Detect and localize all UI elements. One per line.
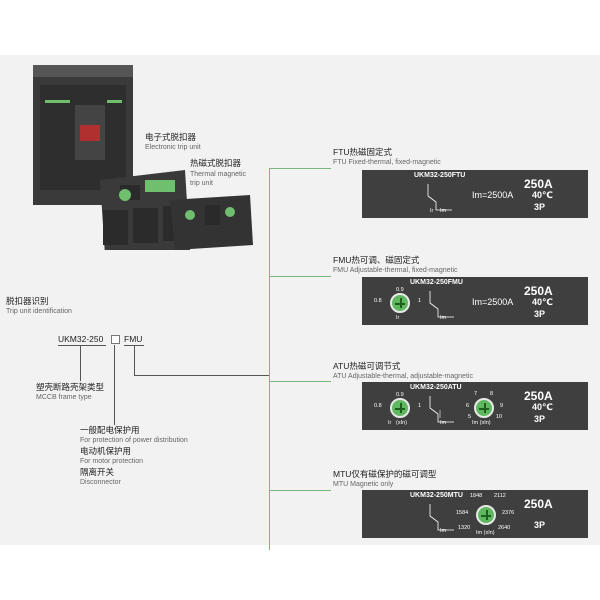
- ident-label-cn: 脱扣器识别: [6, 296, 49, 306]
- fmu-im-lbl: Im: [440, 315, 447, 321]
- mtu-poles: 3P: [534, 520, 546, 530]
- ftu-title-cn: FTU热磁固定式: [333, 147, 393, 157]
- atu-title-cn: ATU热磁可调节式: [333, 361, 401, 371]
- ftu-model: UKM32-250FTU: [414, 172, 466, 179]
- green-branch-mtu: [269, 490, 331, 491]
- fmu-title-cn: FMU热可调、磁固定式: [333, 255, 420, 265]
- ftu-ir: Ir: [430, 208, 434, 214]
- atu-curve-icon: [429, 396, 454, 423]
- line-fmu-right: [134, 375, 269, 376]
- fmu-panel: UKM32-250FMU 0.9 0.8 1 Ir Im Im=2500A 25…: [362, 277, 588, 325]
- fmu-ir-dial[interactable]: [390, 293, 410, 313]
- dist-label-cn: 一般配电保护用: [80, 425, 140, 435]
- breaker-product-image: [33, 65, 253, 250]
- mtu-title-cn: MTU仅有磁保护的磁可调型: [333, 469, 437, 479]
- mtu-im-lbl: Im: [440, 528, 447, 534]
- thermal-label-cn: 热磁式脱扣器: [190, 158, 242, 168]
- mtu-v1584: 1584: [456, 510, 469, 516]
- atu-amp: 250A: [524, 389, 553, 403]
- fmu-code: FMU: [124, 334, 143, 344]
- ftu-curve-icon: [427, 184, 452, 211]
- mtu-im-xin: Im (xIn): [476, 530, 495, 536]
- fmu-dial-top: 0.9: [396, 287, 404, 293]
- fmu-im-value: Im=2500A: [472, 297, 514, 307]
- mtu-panel: UKM32-250MTU Im 1848 2112 1584 2376 1320…: [362, 490, 588, 538]
- ftu-im-lbl: Im: [440, 208, 447, 214]
- fmu-dial-left: 0.8: [374, 298, 382, 304]
- disc-label-en: Disconnector: [80, 479, 121, 486]
- atu-mark-8: 8: [490, 391, 494, 397]
- frame-label-cn: 塑壳断路壳架类型: [36, 382, 105, 392]
- mtu-curve-icon: [429, 504, 454, 531]
- mtu-title-en: MTU Magnetic only: [333, 481, 394, 488]
- line-frame: [80, 345, 81, 381]
- green-branch-fmu: [269, 276, 331, 277]
- atu-im-xin: Im (xIn): [472, 420, 491, 426]
- mtu-v1848: 1848: [470, 493, 483, 499]
- ftu-title-en: FTU Fixed-thermal, fixed-magnetic: [333, 159, 441, 166]
- ftu-panel: UKM32-250FTU Ir Im Im=2500A 250A 40℃ 3P: [362, 170, 588, 218]
- electronic-label-cn: 电子式脱扣器: [145, 132, 197, 142]
- dist-label-en: For protection of power distribution: [80, 437, 188, 444]
- ftu-im-value: Im=2500A: [472, 190, 514, 200]
- mtu-v2112: 2112: [494, 493, 506, 499]
- code-placeholder-box: [111, 335, 120, 344]
- atu-mark-7: 7: [474, 391, 478, 397]
- atu-dial-top: 0.9: [396, 392, 404, 398]
- mtu-model: UKM32-250MTU: [410, 492, 463, 499]
- atu-model: UKM32-250ATU: [410, 384, 462, 391]
- ukm-code: UKM32-250: [58, 334, 104, 344]
- fmu-dial-right: 1: [418, 298, 422, 304]
- line-fmu-down: [134, 345, 135, 375]
- mtu-amp: 250A: [524, 497, 553, 511]
- atu-im-lbl: Im: [440, 420, 447, 426]
- green-branch-ftu: [269, 168, 331, 169]
- atu-mark-9: 9: [500, 403, 504, 409]
- ftu-temp: 40℃: [532, 190, 553, 200]
- disc-label-cn: 隔离开关: [80, 467, 115, 477]
- motor-label-cn: 电动机保护用: [80, 446, 132, 456]
- fmu-curve-icon: [429, 291, 454, 318]
- thermal-label-en1: Thermal magnetic: [190, 171, 247, 178]
- fmu-title-en: FMU Adjustable-thermal, fixed-magnetic: [333, 267, 458, 274]
- electronic-label-en: Electronic trip unit: [145, 144, 201, 151]
- green-branch-atu: [269, 381, 331, 382]
- atu-xin: (xIn): [396, 420, 407, 426]
- thermal-label-en2: trip unit: [190, 180, 213, 187]
- atu-ir: Ir: [388, 420, 392, 426]
- atu-panel: UKM32-250ATU 0.9 0.8 1 Ir (xIn) Im 7 8 6…: [362, 382, 588, 430]
- mtu-v2640: 2640: [498, 525, 511, 531]
- fmu-temp: 40℃: [532, 297, 553, 307]
- fmu-poles: 3P: [534, 309, 546, 319]
- atu-title-en: ATU Adjustable-thermal, adjustable-magne…: [333, 373, 473, 380]
- green-vertical-line: [269, 168, 270, 550]
- atu-temp: 40℃: [532, 402, 553, 412]
- ftu-poles: 3P: [534, 202, 546, 212]
- motor-label-en: For motor protection: [80, 458, 144, 465]
- atu-poles: 3P: [534, 414, 546, 424]
- fmu-amp: 250A: [524, 284, 553, 298]
- mtu-v1320: 1320: [458, 525, 471, 531]
- atu-dial-right: 1: [418, 403, 422, 409]
- atu-mark-10: 10: [496, 414, 503, 420]
- mtu-im-dial[interactable]: [476, 505, 496, 525]
- atu-mark-6: 6: [466, 403, 470, 409]
- frame-label-en: MCCB frame type: [36, 394, 92, 401]
- ftu-amp: 250A: [524, 177, 553, 191]
- ident-label-en: Trip unit identification: [6, 308, 72, 315]
- line-dist: [114, 345, 115, 425]
- atu-ir-dial[interactable]: [390, 398, 410, 418]
- atu-im-dial[interactable]: [474, 398, 494, 418]
- fmu-model: UKM32-250FMU: [410, 279, 463, 286]
- atu-mark-5: 5: [468, 414, 472, 420]
- underline-ukm: [58, 345, 106, 346]
- mtu-v2376: 2376: [502, 510, 515, 516]
- fmu-ir: Ir: [396, 315, 400, 321]
- atu-dial-left: 0.8: [374, 403, 382, 409]
